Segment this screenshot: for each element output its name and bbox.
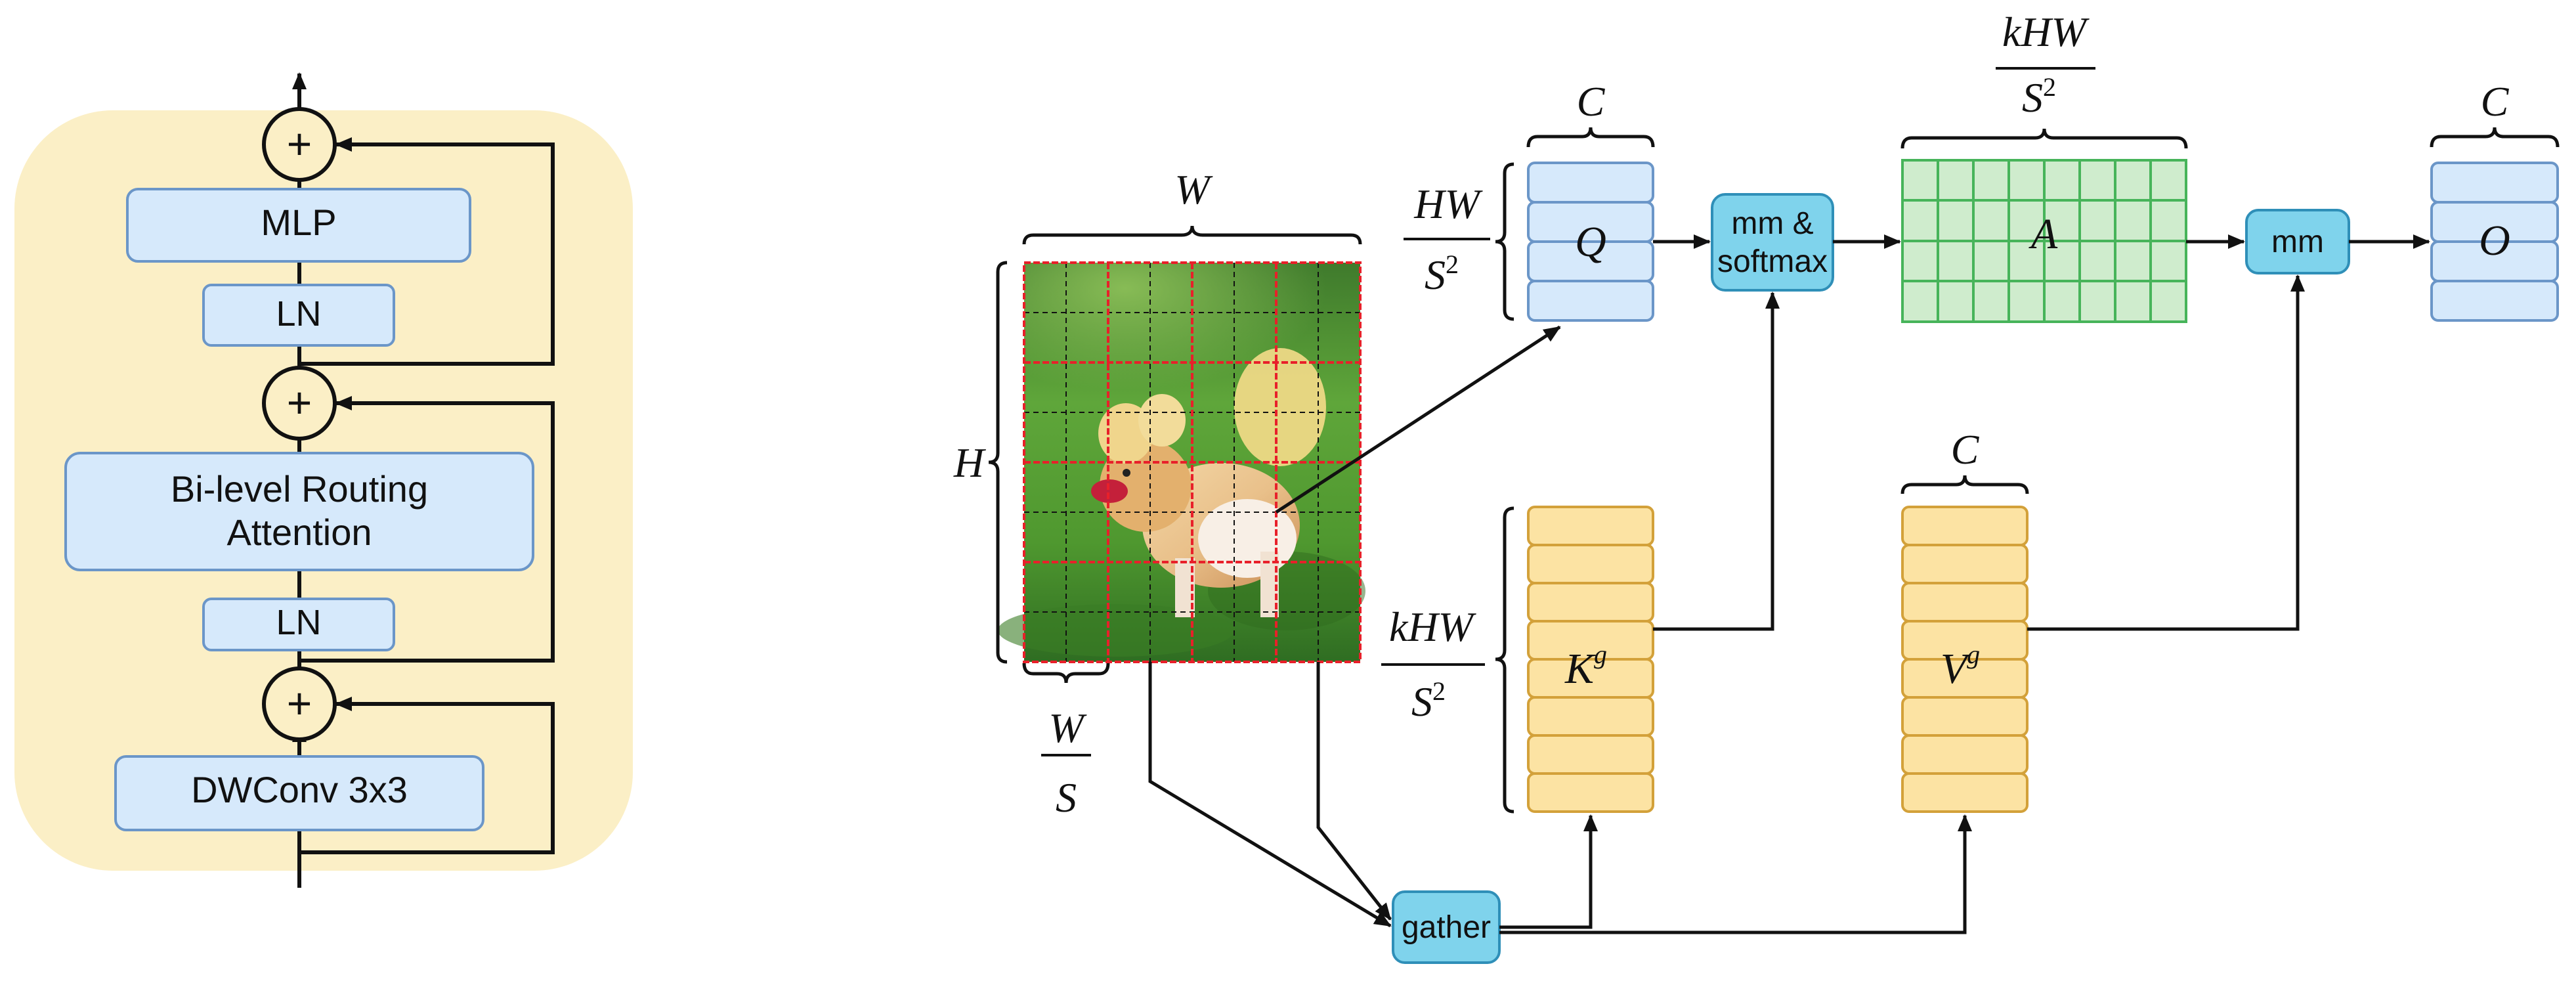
output-label: O <box>2479 217 2510 265</box>
region-to-gather-line <box>1148 662 1392 928</box>
input-image <box>998 261 1365 663</box>
query-width-label: C <box>1577 78 1606 125</box>
query-tensor: Q <box>1527 162 1654 322</box>
region-width-brace <box>1022 663 1110 684</box>
biformer-block: DWConv 3x3 LN Bi-level Routing Attention… <box>14 72 633 888</box>
bra-label-line1: Bi-level Routing <box>171 468 428 510</box>
key-to-matmul-arrow <box>1653 292 1780 631</box>
attention-label: A <box>2029 210 2058 258</box>
key-height-numerator: kHW <box>1389 603 1477 650</box>
region-width-numerator: W <box>1048 705 1087 751</box>
mm-softmax-line1: mm & <box>1731 206 1813 241</box>
output-tensor: O <box>2430 162 2559 322</box>
residual-skip-dwconv <box>299 697 555 854</box>
attention-width-denominator: S2 <box>2022 72 2056 121</box>
add-node-top: + <box>262 107 337 182</box>
residual-skip-attention <box>299 396 555 663</box>
gather-label: gather <box>1402 910 1491 945</box>
output-width-label: C <box>2481 78 2510 125</box>
plus-symbol: + <box>287 120 312 168</box>
mm-label: mm <box>2271 225 2324 259</box>
dwconv-label: DWConv 3x3 <box>191 769 408 810</box>
query-height-denominator: S2 <box>1425 250 1459 298</box>
bra-label-line2: Attention <box>226 512 372 553</box>
attention-width-brace <box>1900 128 2188 149</box>
region-grid <box>1023 261 1362 663</box>
height-label: H <box>953 439 987 486</box>
plus-symbol: + <box>287 679 312 728</box>
value-label: Vg <box>1941 640 1980 693</box>
width-brace <box>1022 225 1362 245</box>
plus-symbol: + <box>287 378 312 427</box>
value-tensor: Vg <box>1901 506 2029 813</box>
dwconv-box <box>114 755 484 831</box>
value-width-label: C <box>1951 426 1980 473</box>
region-to-gather-line <box>1316 662 1392 921</box>
mlp-box <box>126 188 471 263</box>
attention-width-numerator: kHW <box>2002 9 2090 55</box>
residual-skip-mlp <box>299 137 555 366</box>
query-height-brace <box>1495 162 1514 321</box>
output-width-brace <box>2430 127 2560 148</box>
key-height-denominator: S2 <box>1411 676 1446 725</box>
attention-diagram: W H W S Q C HW S2 mm & softmax <box>953 9 2560 964</box>
query-height-numerator: HW <box>1413 181 1483 227</box>
gather-to-value-arrow <box>1499 814 1972 934</box>
width-label: W <box>1174 166 1213 213</box>
key-tensor: Kg <box>1527 506 1654 813</box>
key-height-brace <box>1495 506 1514 814</box>
add-node-bottom: + <box>262 666 337 741</box>
ln-top-box <box>202 284 395 347</box>
value-to-mm-arrow <box>2027 274 2305 631</box>
bra-box <box>64 452 534 571</box>
height-brace <box>988 261 1008 664</box>
key-label: Kg <box>1564 640 1607 693</box>
query-width-brace <box>1526 127 1655 148</box>
attention-matrix: A <box>1901 159 2187 323</box>
value-width-brace <box>1900 475 2029 494</box>
mm-softmax-line2: softmax <box>1717 244 1828 279</box>
add-node-middle: + <box>262 366 337 441</box>
gather-to-key-arrow <box>1499 814 1598 929</box>
region-width-denominator: S <box>1056 774 1077 821</box>
query-label: Q <box>1575 218 1606 266</box>
ln-bottom-box <box>202 598 395 651</box>
query-projection-arrow <box>1275 325 1561 514</box>
ln-top-label: LN <box>276 294 321 334</box>
ln-bottom-label: LN <box>276 603 321 642</box>
mlp-label: MLP <box>261 202 336 243</box>
